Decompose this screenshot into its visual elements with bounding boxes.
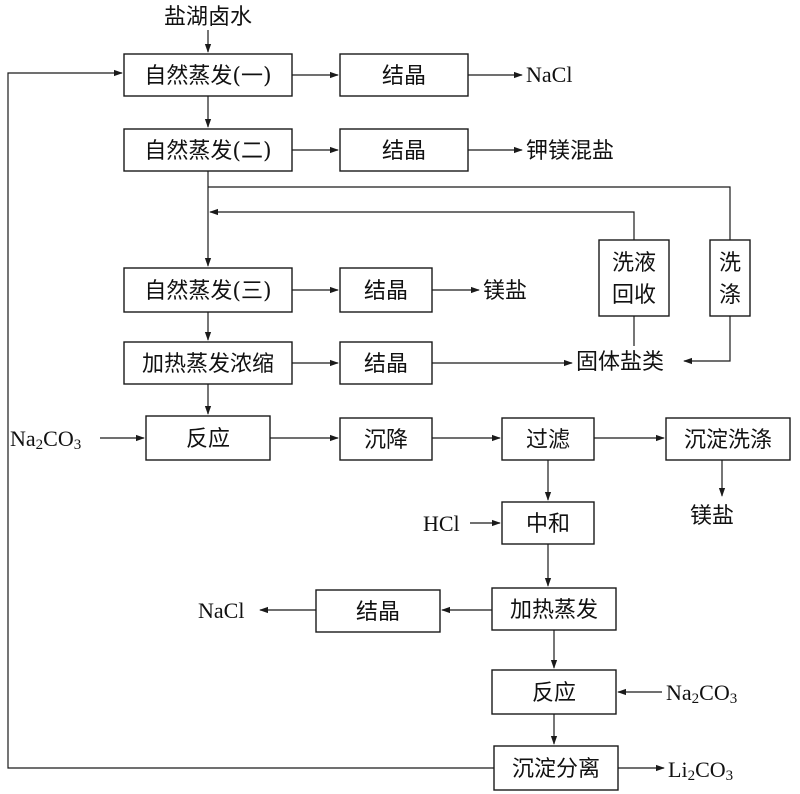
product-mg-salt-2: 镁盐 xyxy=(690,504,734,529)
label-precipitate-wash: 沉淀洗涤 xyxy=(684,428,772,453)
label-evaporation-2: 自然蒸发(二) xyxy=(144,139,271,164)
label-crystallize-4: 结晶 xyxy=(364,352,408,377)
label-evaporation-3: 自然蒸发(三) xyxy=(144,279,271,304)
product-mg-salt-1: 镁盐 xyxy=(483,279,527,304)
label-neutralization: 中和 xyxy=(526,512,570,537)
label-wash-recovery-1: 洗液 xyxy=(612,251,656,276)
box-evaporation-2: 自然蒸发(二) xyxy=(123,128,293,172)
box-washing: 洗 涤 xyxy=(709,239,751,317)
box-heat-concentrate: 加热蒸发浓缩 xyxy=(123,341,293,385)
product-k-mg-mixed-salt: 钾镁混盐 xyxy=(526,139,614,164)
reagent-hcl: HCl xyxy=(423,511,460,536)
reagent-na2co3-1: Na2CO3 xyxy=(10,426,81,453)
box-crystallize-4: 结晶 xyxy=(339,341,433,385)
box-precipitate-wash: 沉淀洗涤 xyxy=(665,417,791,461)
box-precipitate-separation: 沉淀分离 xyxy=(493,745,619,791)
box-reaction-2: 反应 xyxy=(491,669,617,715)
label-reaction-1: 反应 xyxy=(186,427,230,452)
product-nacl-1: NaCl xyxy=(526,62,572,87)
box-settling: 沉降 xyxy=(339,417,433,461)
box-heat-evaporation: 加热蒸发 xyxy=(491,587,617,631)
product-li2co3: Li2CO3 xyxy=(668,757,733,784)
box-neutralization: 中和 xyxy=(501,501,595,545)
box-evaporation-1: 自然蒸发(一) xyxy=(123,53,293,97)
brine-source-label: 盐湖卤水 xyxy=(164,5,252,30)
box-evaporation-3: 自然蒸发(三) xyxy=(123,267,293,313)
label-wash-recovery-2: 回收 xyxy=(612,283,656,308)
product-solid-salts: 固体盐类 xyxy=(576,350,664,375)
arrow-recovery-to-main xyxy=(209,208,635,240)
box-wash-recovery: 洗液 回收 xyxy=(598,239,670,317)
arrow-washing-to-salts xyxy=(683,316,731,365)
box-crystallize-2: 结晶 xyxy=(339,128,469,172)
label-crystallize-1: 结晶 xyxy=(382,64,426,89)
label-settling: 沉降 xyxy=(364,428,408,453)
box-reaction-1: 反应 xyxy=(145,415,271,461)
line-evap2-to-washing xyxy=(208,186,731,240)
label-precipitate-separation: 沉淀分离 xyxy=(512,757,600,782)
box-crystallize-5: 结晶 xyxy=(315,589,441,633)
label-filtration: 过滤 xyxy=(526,428,570,453)
label-washing-2: 涤 xyxy=(719,283,741,308)
label-washing-1: 洗 xyxy=(719,251,741,276)
label-reaction-2: 反应 xyxy=(532,681,576,706)
box-filtration: 过滤 xyxy=(501,417,595,461)
label-evaporation-1: 自然蒸发(一) xyxy=(144,64,271,89)
label-heat-evaporation: 加热蒸发 xyxy=(510,598,598,623)
label-crystallize-5: 结晶 xyxy=(356,600,400,625)
label-crystallize-3: 结晶 xyxy=(364,279,408,304)
connectors xyxy=(7,30,731,772)
label-crystallize-2: 结晶 xyxy=(382,139,426,164)
reagent-na2co3-2: Na2CO3 xyxy=(666,680,737,707)
box-crystallize-3: 结晶 xyxy=(339,267,433,313)
product-nacl-2: NaCl xyxy=(198,598,244,623)
arrow-recycle-to-evap1 xyxy=(7,69,494,769)
box-crystallize-1: 结晶 xyxy=(339,53,469,97)
label-heat-concentrate: 加热蒸发浓缩 xyxy=(142,352,274,377)
